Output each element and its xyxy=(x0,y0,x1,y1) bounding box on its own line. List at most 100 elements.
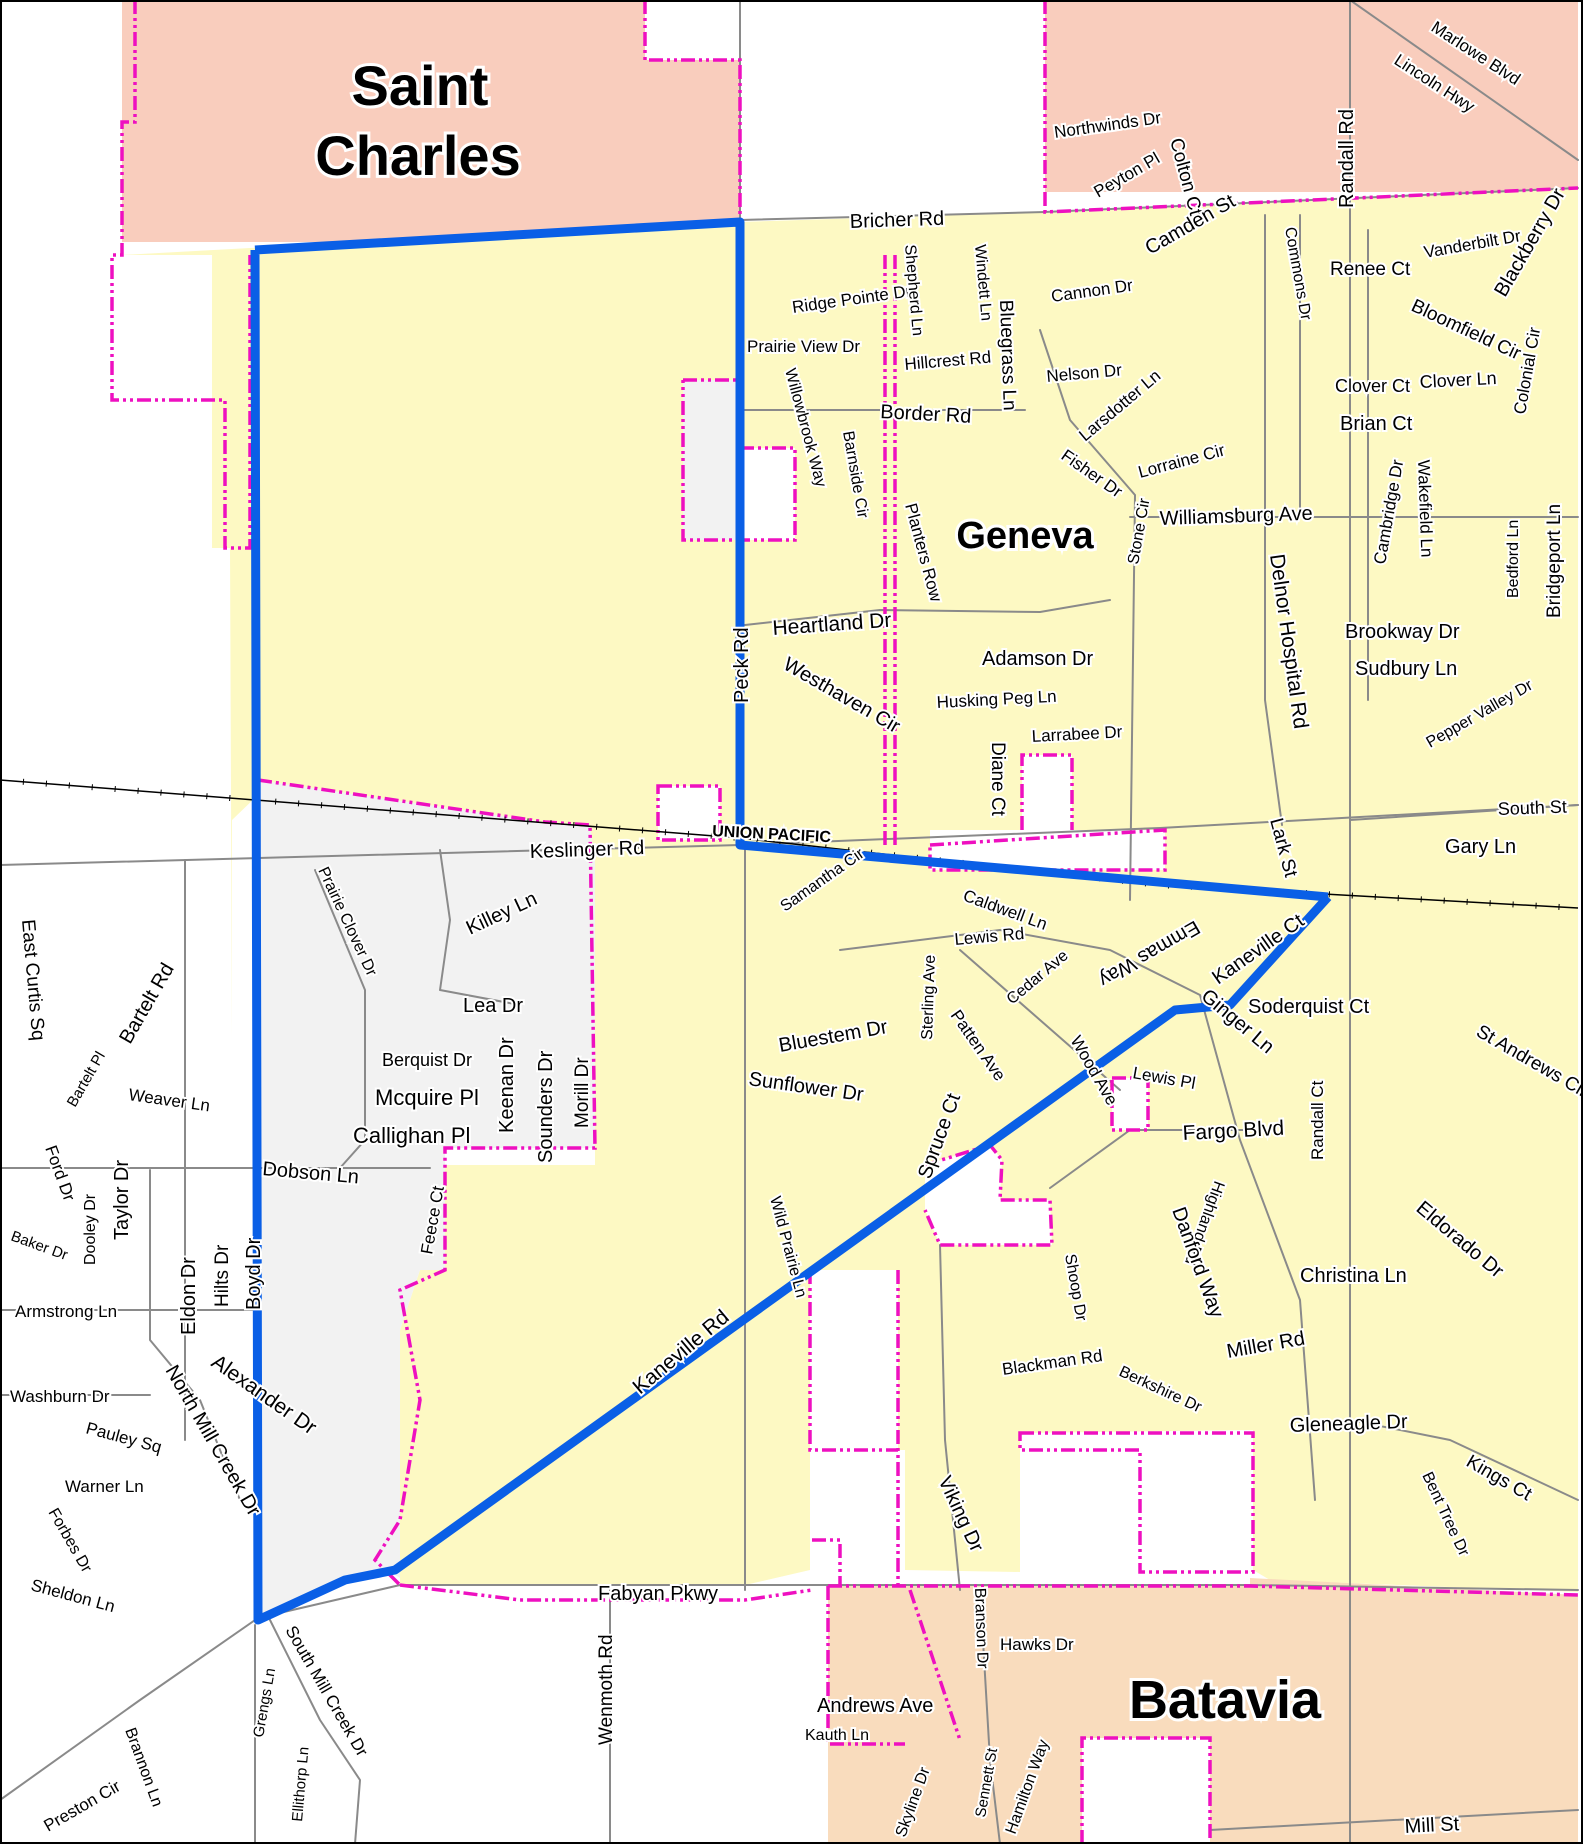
street-label-mcquire: Mcquire Pl xyxy=(375,1085,479,1110)
road-south-st xyxy=(1349,804,1579,821)
white-pocket-viking xyxy=(810,1270,905,1570)
geneva-boundary-fabyan xyxy=(399,1583,813,1602)
road-emmas xyxy=(839,929,1316,1501)
road-south-mill xyxy=(269,1619,361,1844)
saint-charles-boundary-west xyxy=(110,0,252,550)
street-label-brookway: Brookway Dr xyxy=(1345,621,1460,643)
road-kings xyxy=(1349,1419,1579,1501)
street-label-bridgeport: Bridgeport Ln xyxy=(1544,504,1565,618)
street-label-mill-st: Mill St xyxy=(1404,1813,1460,1838)
street-label-baker: Baker Dr xyxy=(9,1228,70,1264)
street-label-bartelt-rd: Bartelt Rd xyxy=(115,959,179,1047)
street-label-christina: Christina Ln xyxy=(1300,1265,1407,1287)
street-label-peck: Peck Rd xyxy=(731,627,753,703)
street-label-warner: Warner Ln xyxy=(65,1477,144,1496)
street-label-clover-ln: Clover Ln xyxy=(1419,368,1497,392)
white-pocket-railroad xyxy=(658,786,720,840)
street-label-preston: Preston Cir xyxy=(41,1776,124,1835)
street-label-andrews: Andrews Ave xyxy=(817,1695,933,1717)
road-fabyan xyxy=(0,1584,1579,1801)
street-label-berquist: Berquist Dr xyxy=(382,1050,472,1070)
geneva-boundary-southwest xyxy=(257,778,597,1587)
white-pocket-batavia xyxy=(1082,1738,1210,1844)
city-label-batavia: Batavia xyxy=(1129,1670,1322,1730)
saint-charles-area-east xyxy=(1045,0,1578,192)
street-label-kauth: Kauth Ln xyxy=(805,1727,869,1744)
geneva-boundary-viking xyxy=(808,1270,900,1585)
street-label-dooley: Dooley Dr xyxy=(82,1193,99,1265)
street-label-south-mill: South Mill Creek Dr xyxy=(282,1623,372,1760)
street-label-bedford: Bedford Ln xyxy=(1505,520,1522,598)
unincorporated-pocket-1 xyxy=(683,380,740,540)
street-label-morill: Morill Dr xyxy=(572,1057,593,1128)
batavia-area xyxy=(828,1578,1578,1844)
street-label-gary: Gary Ln xyxy=(1445,836,1516,858)
street-label-wenmoth: Wenmoth Rd xyxy=(596,1634,617,1745)
land-areas xyxy=(122,0,1578,1844)
city-label-geneva: Geneva xyxy=(956,515,1094,557)
road-mill-st xyxy=(1209,1809,1579,1831)
unincorporated-west xyxy=(258,780,595,1618)
street-label-sheldon: Sheldon Ln xyxy=(29,1576,117,1617)
street-label-ellithorp: Ellithorp Ln xyxy=(289,1746,312,1822)
street-label-keslinger: Keslinger Rd xyxy=(529,837,644,863)
street-label-lea: Lea Dr xyxy=(463,995,523,1017)
street-label-sudbury: Sudbury Ln xyxy=(1355,658,1457,680)
white-pocket-larrabee xyxy=(1022,755,1072,830)
street-label-washburn: Washburn Dr xyxy=(10,1387,110,1406)
geneva-boundary-spruce xyxy=(923,1142,1054,1247)
street-label-renee: Renee Ct xyxy=(1330,259,1411,280)
white-pocket-lewis xyxy=(1112,1078,1148,1130)
road-lincoln xyxy=(1349,0,1579,161)
road-keslinger xyxy=(0,804,1579,866)
saint-charles-boundary-east xyxy=(1043,0,1579,214)
street-label-bricher: Bricher Rd xyxy=(849,208,944,233)
city-label-saint-charles-1: Saint xyxy=(352,54,489,117)
batavia-boundary xyxy=(812,1538,1579,1746)
geneva-boundary-kings xyxy=(1018,1431,1255,1574)
geneva-boundary-pocket xyxy=(681,378,797,542)
street-label-hilts: Hilts Dr xyxy=(212,1244,233,1307)
white-pocket-1 xyxy=(740,448,795,540)
street-label-bluegrass: Bluegrass Ln xyxy=(995,299,1020,411)
road-fisher xyxy=(1039,329,1136,901)
street-label-fabyan: Fabyan Pkwy xyxy=(598,1583,718,1605)
street-label-eldon: Eldon Dr xyxy=(178,1257,200,1335)
street-label-prairie-view: Prairie View Dr xyxy=(747,337,860,356)
street-label-south-st: South St xyxy=(1497,797,1567,819)
road-viking xyxy=(939,1244,961,1591)
road-heartland xyxy=(744,599,1111,626)
street-label-pauley: Pauley Sq xyxy=(84,1419,164,1457)
street-label-sounders: Sounders Dr xyxy=(535,1050,557,1163)
street-label-adamson: Adamson Dr xyxy=(982,648,1093,670)
street-label-armstrong: Armstrong Ln xyxy=(15,1302,117,1321)
saint-charles-boundary-north xyxy=(643,0,742,222)
batavia-pocket xyxy=(1080,1736,1212,1844)
white-pocket-kings xyxy=(1020,1433,1253,1572)
street-label-randall-ct: Randall Ct xyxy=(1308,1080,1327,1160)
street-label-hawks: Hawks Dr xyxy=(1000,1635,1074,1654)
street-label-randall: Randall Rd xyxy=(1336,109,1358,208)
street-label-weaver: Weaver Ln xyxy=(127,1085,211,1115)
street-label-brian: Brian Ct xyxy=(1340,413,1413,435)
street-label-branson: Branson Dr xyxy=(971,1588,991,1670)
geneva-boundary-railroad xyxy=(656,784,722,842)
white-pocket-saint-charles xyxy=(645,0,740,60)
road-delnor xyxy=(1264,214,1283,826)
street-label-taylor: Taylor Dr xyxy=(111,1160,133,1240)
street-label-soderquist: Soderquist Ct xyxy=(1248,996,1370,1018)
street-label-callighan: Callighan Pl xyxy=(353,1123,470,1148)
city-label-saint-charles-2: Charles xyxy=(315,124,520,187)
saint-charles-area xyxy=(122,0,740,242)
street-label-clover-ct: Clover Ct xyxy=(1335,376,1410,396)
municipal-boundaries xyxy=(110,0,1579,1844)
street-label-boyd: Boyd Dr xyxy=(243,1237,265,1310)
street-label-sterling: Sterling Ave xyxy=(919,954,939,1040)
street-label-east-curtis: East Curtis Sq xyxy=(17,919,49,1042)
street-label-gleneagle: Gleneagle Dr xyxy=(1289,1411,1408,1437)
street-label-brannon: Brannon Ln xyxy=(121,1726,165,1810)
street-label-wakefield: Wakefield Ln xyxy=(1414,459,1436,557)
geneva-boundary-lewis xyxy=(1110,1076,1150,1132)
